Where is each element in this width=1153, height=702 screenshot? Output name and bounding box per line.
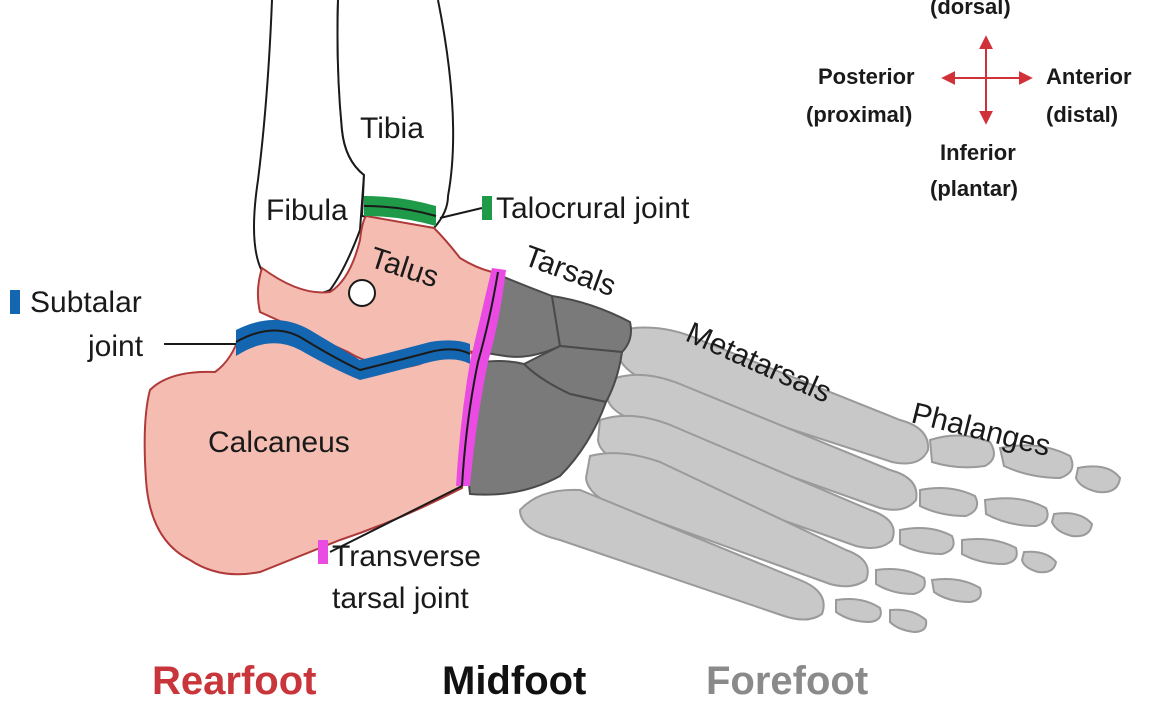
talus-hole bbox=[349, 280, 375, 306]
label-subtalar-joint-line1: Subtalar bbox=[30, 286, 142, 319]
label-posterior-sub: (proximal) bbox=[806, 102, 912, 127]
label-posterior: Posterior bbox=[818, 64, 915, 89]
phalanx bbox=[836, 599, 881, 622]
label-forefoot: Forefoot bbox=[706, 659, 868, 702]
phalanx bbox=[1022, 552, 1056, 573]
label-transverse-joint-line1: Transverse bbox=[332, 540, 481, 573]
label-talocrural-joint: Talocrural joint bbox=[496, 192, 690, 225]
label-anterior: Anterior bbox=[1046, 64, 1132, 89]
cuneiform-1 bbox=[552, 296, 631, 352]
phalanx bbox=[890, 610, 926, 632]
subtalar-swatch bbox=[10, 290, 20, 314]
phalanx bbox=[962, 539, 1017, 564]
label-transverse-joint-line2: tarsal joint bbox=[332, 582, 469, 615]
label-subtalar-joint-line2: joint bbox=[87, 330, 144, 363]
talocrural-swatch bbox=[482, 196, 492, 220]
label-fibula: Fibula bbox=[266, 194, 348, 227]
phalanx bbox=[1076, 466, 1120, 492]
phalanx bbox=[985, 498, 1048, 526]
phalanx bbox=[1052, 513, 1092, 536]
phalanx bbox=[900, 528, 954, 554]
label-anterior-sub: (distal) bbox=[1046, 102, 1118, 127]
label-superior-sub: (dorsal) bbox=[930, 0, 1011, 19]
transverse-swatch bbox=[318, 540, 328, 564]
label-inferior: Inferior bbox=[940, 140, 1016, 165]
phalanx bbox=[932, 579, 981, 602]
label-inferior-sub: (plantar) bbox=[930, 176, 1018, 201]
phalanx bbox=[920, 488, 977, 516]
label-rearfoot: Rearfoot bbox=[152, 659, 316, 702]
label-calcaneus: Calcaneus bbox=[208, 426, 350, 459]
direction-compass: (dorsal) Posterior (proximal) Anterior (… bbox=[806, 0, 1132, 201]
label-midfoot: Midfoot bbox=[442, 659, 586, 702]
phalanx bbox=[876, 569, 925, 594]
label-tibia: Tibia bbox=[360, 112, 424, 145]
